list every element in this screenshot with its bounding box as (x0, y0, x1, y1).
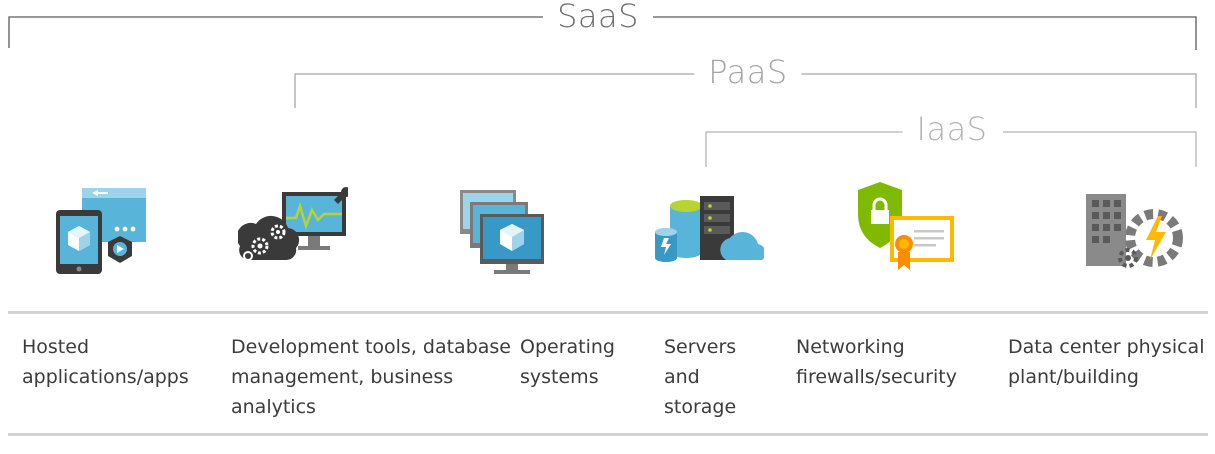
layer-label-networking: Networking firewalls/security (796, 336, 957, 388)
network-security-icon (852, 180, 962, 280)
hosted-app-icon (44, 180, 154, 280)
saas-bracket (8, 16, 1197, 50)
top-divider (8, 311, 1208, 314)
iaas-label: IaaS (902, 113, 1002, 145)
paas-label: PaaS (694, 56, 802, 88)
dev-tools-icon (236, 180, 351, 280)
layer-label-servers-storage: Servers and storage (664, 336, 737, 418)
bottom-divider (8, 433, 1208, 436)
paas-bracket (294, 73, 1197, 108)
servers-storage-icon (654, 180, 766, 280)
iaas-bracket (705, 131, 1197, 167)
layer-label-operating-systems: Operating systems (520, 336, 615, 388)
layer-label-datacenter: Data center physical plant/building (1008, 336, 1205, 388)
tier-brackets (8, 16, 1197, 167)
layer-label-dev-tools: Development tools, database management, … (231, 336, 511, 418)
datacenter-icon (1076, 180, 1186, 280)
layer-label-hosted-apps: Hosted applications/apps (22, 336, 189, 388)
saas-label: SaaS (543, 0, 653, 32)
operating-systems-icon (452, 180, 562, 280)
